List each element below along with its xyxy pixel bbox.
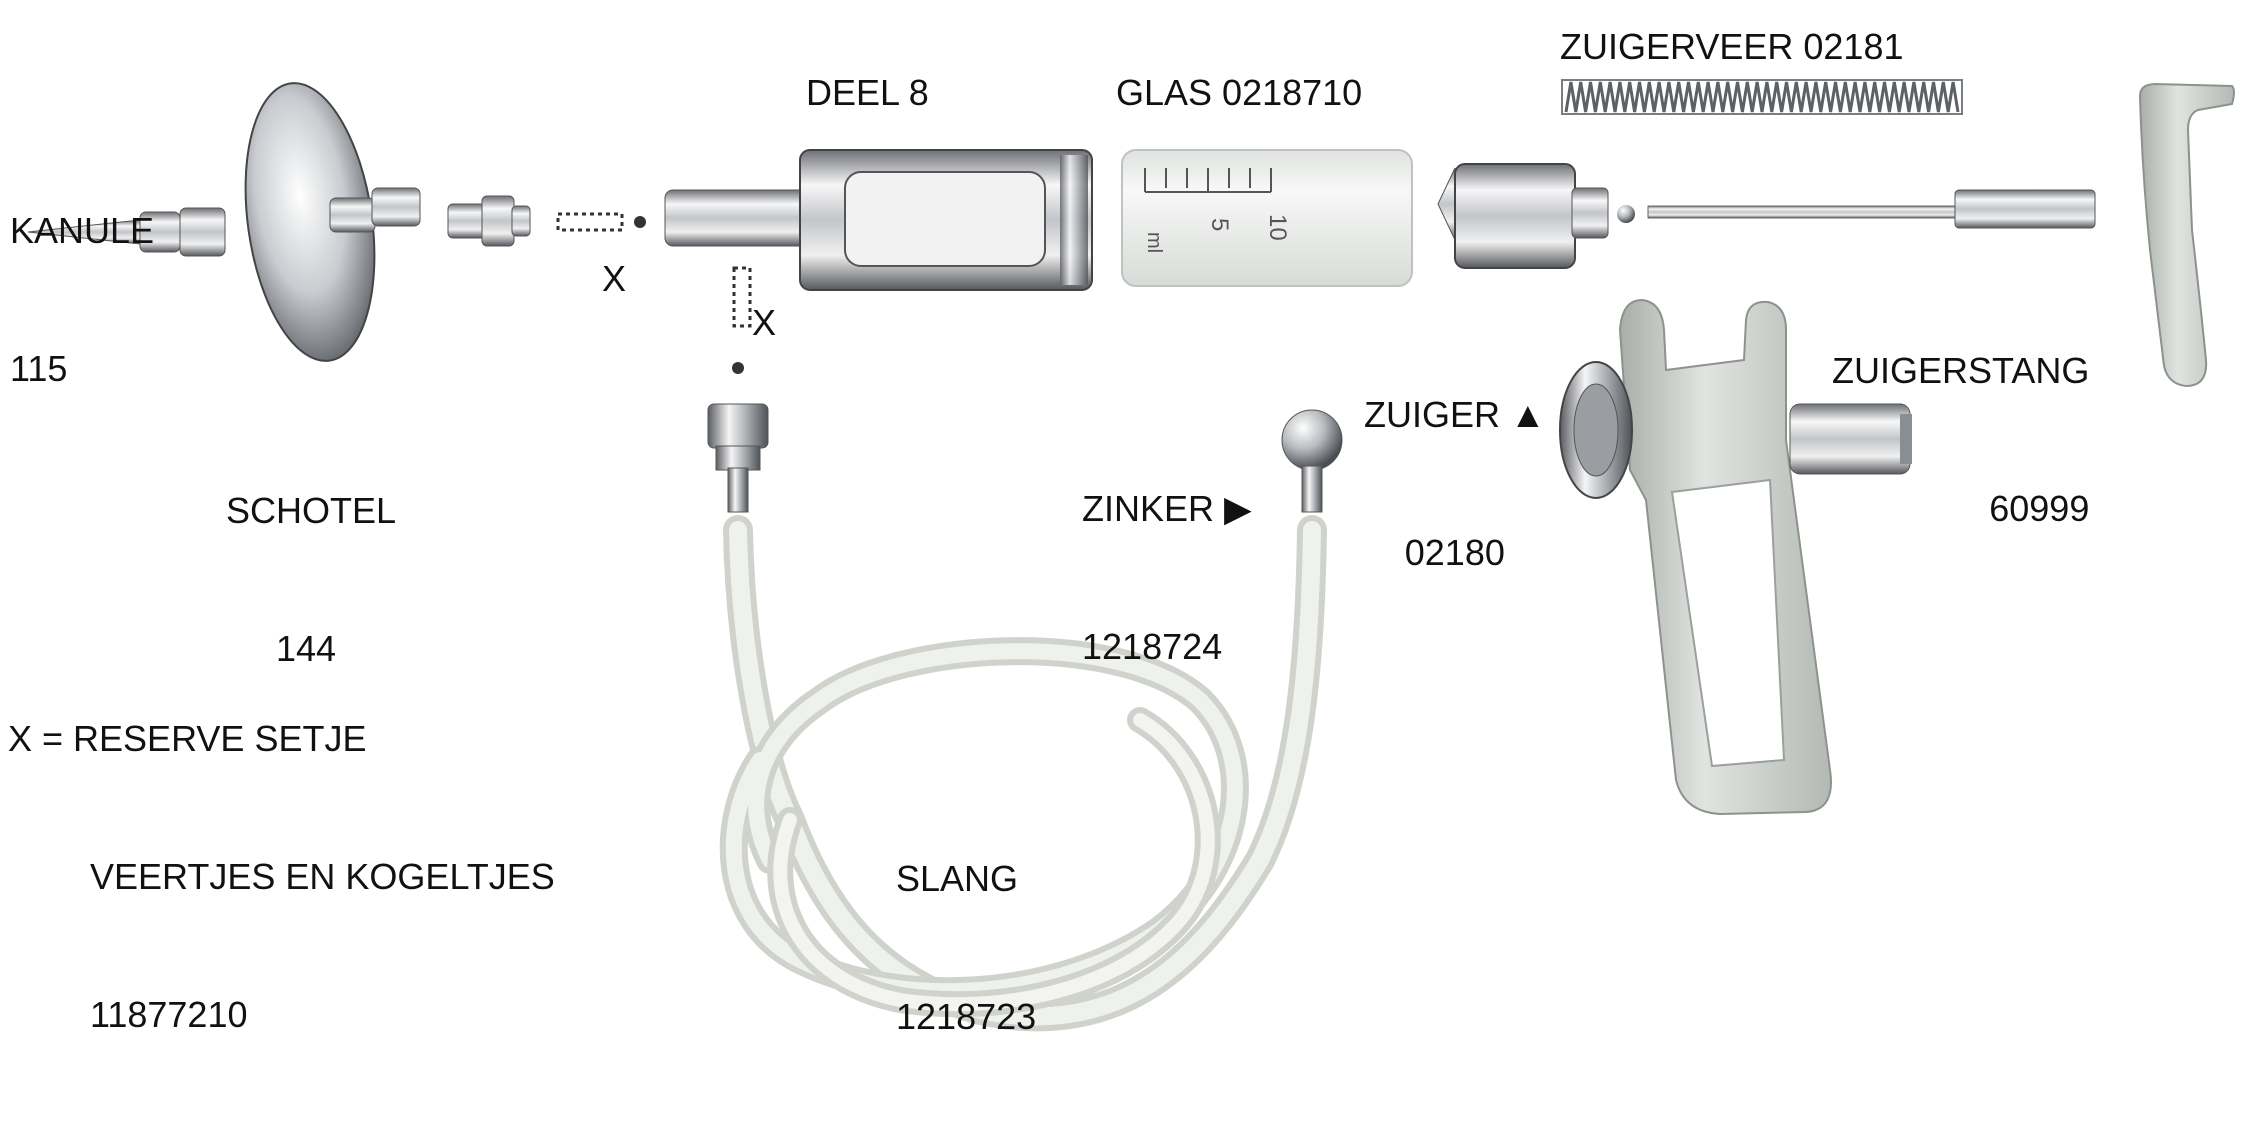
glass-unit-text: ml bbox=[1143, 232, 1165, 253]
zuigerstang-label: ZUIGERSTANG 60999 bbox=[1832, 256, 2089, 624]
kanule-code: 115 bbox=[10, 348, 68, 389]
zuigerstang-code: 60999 bbox=[1989, 488, 2090, 529]
zinker-code: 1218724 bbox=[1082, 626, 1223, 667]
reserve-line-2: VEERTJES EN KOGELTJES bbox=[90, 856, 555, 897]
schotel-code: 144 bbox=[276, 628, 337, 669]
reserve-spring-ball-left bbox=[556, 212, 646, 232]
kanule-label: KANULE 115 bbox=[10, 116, 154, 484]
zuigerstang-rod-part bbox=[1647, 82, 2235, 388]
slang-name: SLANG bbox=[896, 858, 1019, 899]
reserve-set-legend: X = RESERVE SETJE VEERTJES EN KOGELTJES … bbox=[8, 624, 555, 1130]
x-marker-valve: X bbox=[752, 302, 777, 343]
slang-label: SLANG 1218723 bbox=[896, 764, 1036, 1132]
slang-code: 1218723 bbox=[896, 996, 1037, 1037]
schotel-name: SCHOTEL bbox=[226, 490, 397, 531]
schotel-label: SCHOTEL 144 bbox=[226, 396, 396, 764]
reserve-spring-ball-valve bbox=[732, 266, 752, 374]
deel-8-frame-part bbox=[799, 149, 1093, 291]
reserve-line-1: X = RESERVE SETJE bbox=[8, 718, 367, 759]
zinker-name: ZINKER ▶ bbox=[1082, 488, 1252, 529]
exploded-parts-diagram: ml 5 10 bbox=[8, 26, 2235, 1037]
glas-cylinder-part: ml 5 10 bbox=[1121, 149, 1413, 287]
zuiger-piston-part bbox=[1437, 163, 1635, 269]
reserve-line-3: 11877210 bbox=[90, 994, 248, 1035]
slang-tube-part bbox=[719, 515, 1327, 1032]
deel-label: DEEL 8 bbox=[806, 72, 929, 113]
schotel-dish-part bbox=[244, 82, 421, 362]
glass-mark-5: 5 bbox=[1206, 218, 1233, 231]
glas-label: GLAS 0218710 bbox=[1116, 72, 1363, 113]
zuiger-label: ZUIGER ▲ 02180 bbox=[1364, 300, 1546, 668]
zuigerstang-name: ZUIGERSTANG bbox=[1832, 350, 2090, 391]
pistol-grip-part bbox=[1559, 298, 1912, 816]
valve-fitting-part bbox=[707, 403, 769, 513]
zuigerveer-spring-part bbox=[1561, 79, 1963, 115]
zinker-sinker-part bbox=[1281, 409, 1343, 513]
kanule-needle-part bbox=[27, 207, 226, 257]
zuiger-name: ZUIGER ▲ bbox=[1364, 394, 1546, 435]
kanule-name: KANULE bbox=[10, 210, 155, 251]
zuiger-code: 02180 bbox=[1404, 532, 1505, 573]
glass-mark-10: 10 bbox=[1264, 214, 1291, 241]
zuigerveer-label: ZUIGERVEER 02181 bbox=[1560, 26, 1904, 67]
valve-housing-part bbox=[664, 189, 816, 247]
connector-nut-part bbox=[447, 195, 531, 247]
x-marker-left: X bbox=[602, 258, 627, 299]
zinker-label: ZINKER ▶ 1218724 bbox=[1082, 394, 1252, 762]
parts-illustration: ml 5 10 bbox=[27, 79, 2235, 1032]
